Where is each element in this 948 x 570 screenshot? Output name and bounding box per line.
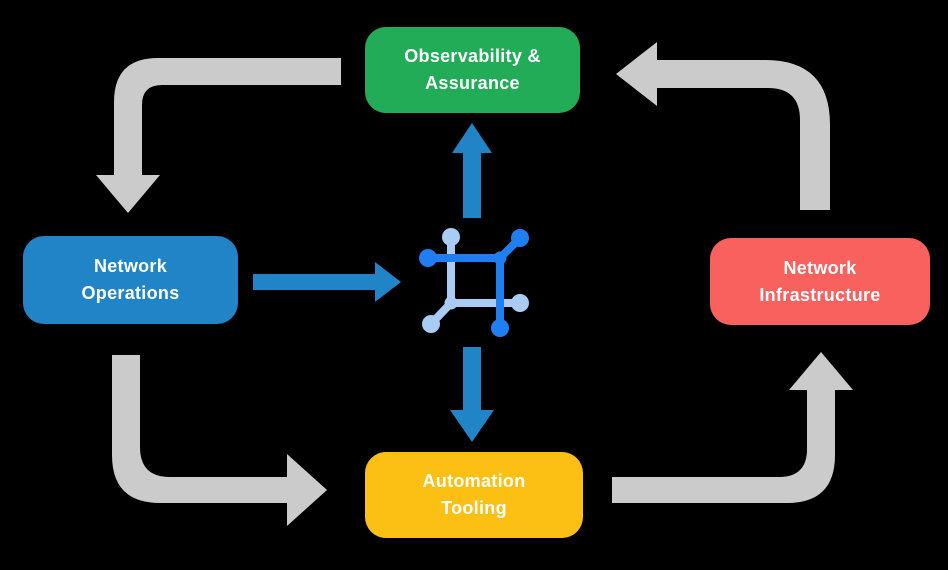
arrow-automation-to-infrastructure — [612, 352, 853, 503]
node-network-infrastructure-label-line1: Network — [783, 257, 857, 278]
node-network-operations-label-line1: Network — [93, 256, 168, 276]
node-automation-tooling-label-line1: Automation — [422, 471, 526, 491]
node-network-infrastructure: Network Infrastructure — [710, 238, 930, 325]
arrow-operations-to-automation — [112, 355, 327, 526]
arrow-observability-to-operations — [96, 58, 341, 213]
node-observability-assurance-label-line2: Assurance — [425, 73, 520, 93]
arrow-center-to-automation — [450, 347, 494, 442]
arrow-center-to-observability — [452, 123, 492, 218]
arrow-infrastructure-to-observability — [616, 42, 830, 210]
node-network-operations: Network Operations — [23, 236, 238, 324]
arrow-operations-to-center — [253, 262, 401, 302]
node-automation-tooling: Automation Tooling — [365, 452, 583, 538]
node-network-operations-label-line2: Operations — [81, 283, 180, 303]
node-observability-assurance-label-line1: Observability & — [404, 46, 541, 66]
node-automation-tooling-label-line2: Tooling — [441, 498, 507, 518]
network-mesh-icon — [419, 228, 529, 337]
node-network-infrastructure-label-line2: Infrastructure — [759, 284, 881, 305]
node-observability-assurance: Observability & Assurance — [365, 27, 580, 113]
